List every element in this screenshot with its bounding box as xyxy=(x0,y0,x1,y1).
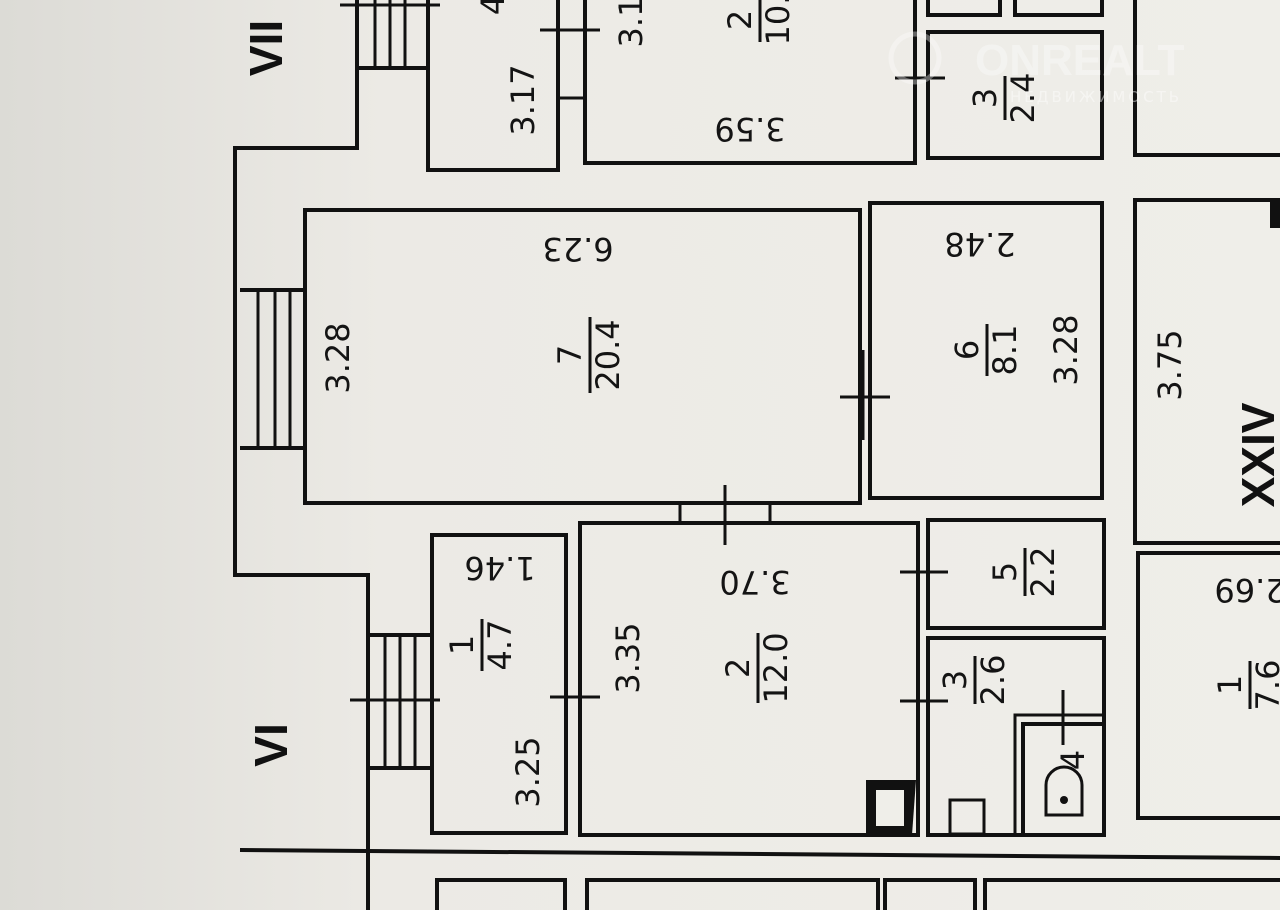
room-label-top-mid: 2 10. xyxy=(721,0,797,45)
dimension-label: 3.28 xyxy=(319,322,357,393)
room-area: 2.2 xyxy=(1024,547,1062,598)
svg-text:ONREALT: ONREALT xyxy=(975,36,1185,85)
room-label-2: 2 12.0 xyxy=(719,632,795,703)
room-number: 7 xyxy=(551,345,589,365)
room-area: 4.7 xyxy=(481,620,519,671)
room-area: 2.4 xyxy=(1004,73,1042,124)
section-label-xxiv: XXIV xyxy=(1232,402,1280,507)
room-number: 4 xyxy=(474,0,512,15)
room-number: 2 xyxy=(719,658,757,678)
dimension-label: 3.25 xyxy=(509,736,547,807)
dimension-label: 3.28 xyxy=(1047,314,1085,385)
room-label-1: 1 4.7 xyxy=(443,619,519,671)
room-label-right-low: 1 7.6 xyxy=(1211,660,1280,711)
room-number: 1 xyxy=(1211,675,1249,695)
room-area: 8.1 xyxy=(986,325,1024,376)
room-label-top-right: 3 2.4 xyxy=(966,73,1042,124)
dimension-label: 2.48 xyxy=(944,225,1015,263)
section-label-vi: VI xyxy=(245,723,297,766)
room-label-7: 7 20.4 xyxy=(551,317,627,393)
dimension-label: 1.46 xyxy=(464,549,535,587)
dimension-label: 3.70 xyxy=(719,563,790,601)
outer-walls xyxy=(233,0,1280,910)
dimension-label: 6.23 xyxy=(542,230,613,268)
dimension-label: 2.69 xyxy=(1214,571,1280,609)
room-area: 12.0 xyxy=(757,632,795,703)
dimension-label: 3.1 xyxy=(612,0,650,47)
dimension-label: 3.35 xyxy=(609,622,647,693)
room-number: 2 xyxy=(721,10,759,30)
section-label-vii: VII xyxy=(240,20,292,76)
room-area: 20.4 xyxy=(589,319,627,390)
room-number: 5 xyxy=(986,562,1024,582)
room-number: 3 xyxy=(936,670,974,690)
room-walls xyxy=(303,0,1280,910)
svg-text:НЕДВИЖИМОСТЬ: НЕДВИЖИМОСТЬ xyxy=(1010,88,1182,106)
room-label-5: 5 2.2 xyxy=(986,547,1062,598)
room-label-3: 3 2.6 xyxy=(936,655,1012,706)
dimension-label: 3.75 xyxy=(1151,329,1189,400)
room-number: 1 xyxy=(443,635,481,655)
room-number: 3 xyxy=(966,88,1004,108)
dimension-label: 3.17 xyxy=(504,64,542,135)
room-number: 6 xyxy=(948,340,986,360)
dimension-label: 3.59 xyxy=(714,110,785,148)
room-area: 10. xyxy=(759,0,797,45)
room-number: 4 xyxy=(1054,750,1092,770)
watermark: ONREALT НЕДВИЖИМОСТЬ xyxy=(888,31,1185,106)
room-area: 7.6 xyxy=(1249,660,1280,711)
room-area: 2.6 xyxy=(974,655,1012,706)
room-label-6: 6 8.1 xyxy=(948,324,1024,376)
